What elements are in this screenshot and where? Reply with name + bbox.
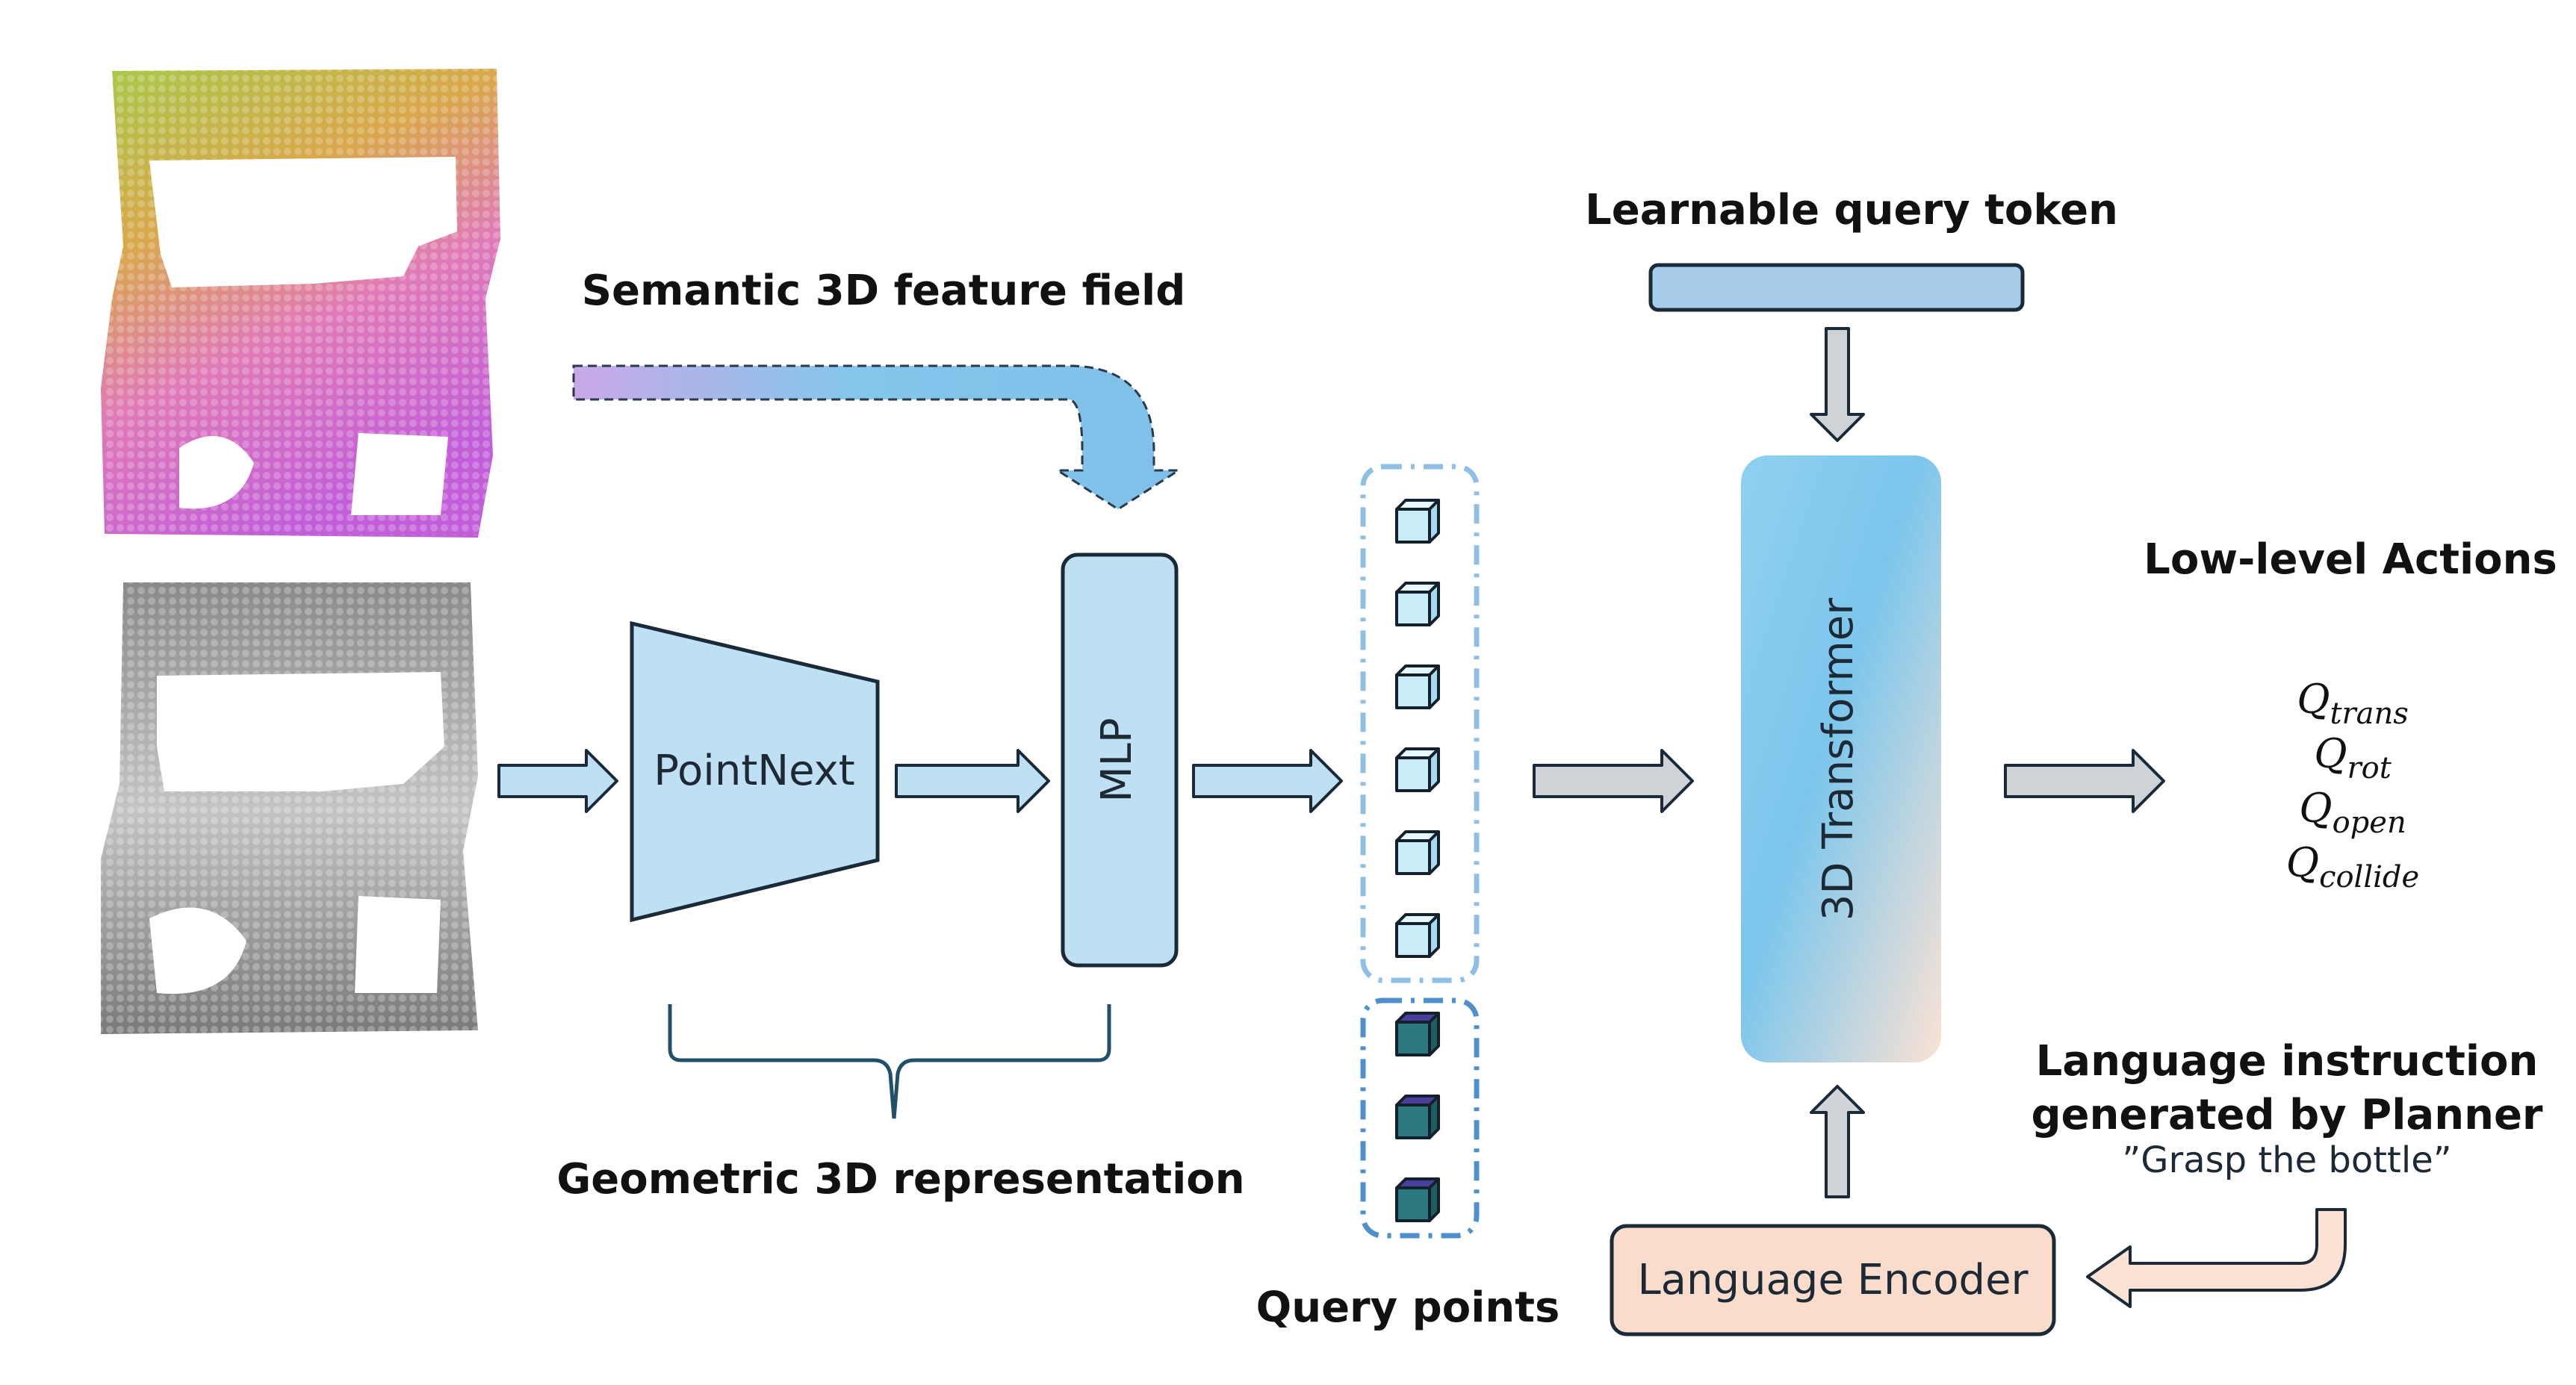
query-cube-light	[1395, 665, 1440, 709]
action-q-open: Qopen	[2299, 785, 2406, 840]
geometric-brace	[668, 1004, 1111, 1119]
arrow-instruction-to-encoder	[2086, 1208, 2347, 1308]
learnable-query-token-bar	[1648, 263, 2025, 312]
semantic-point-cloud-image	[101, 69, 500, 538]
semantic-field-label: Semantic 3D feature field	[582, 267, 1186, 315]
semantic-field-arrow	[572, 364, 1183, 511]
arrow-token-to-transformer	[1810, 327, 1865, 442]
query-points-dark-group	[1360, 997, 1480, 1239]
arrow-transformer-to-actions	[2004, 749, 2165, 813]
arrow-mlp-to-query	[1192, 749, 1343, 813]
transformer-label: 3D Transformer	[1814, 597, 1863, 921]
example-instruction-text: ”Grasp the bottle”	[2122, 1139, 2451, 1181]
action-q-rot: Qrot	[2314, 730, 2392, 785]
geometric-repr-label: Geometric 3D representation	[556, 1155, 1244, 1204]
query-cube-light	[1395, 582, 1440, 626]
arrow-cloud-to-pointnext	[497, 749, 618, 813]
query-cube-dark	[1395, 1012, 1440, 1056]
geometric-point-cloud-image	[101, 582, 478, 1034]
query-cube-dark	[1395, 1095, 1440, 1139]
arrow-encoder-to-transformer	[1810, 1085, 1865, 1198]
query-points-light-group	[1360, 464, 1480, 983]
language-encoder-label: Language Encoder	[1637, 1256, 2029, 1304]
query-cube-light	[1395, 830, 1440, 875]
pointnext-block	[630, 620, 880, 923]
query-cubes	[1395, 499, 1440, 1222]
query-cube-light	[1395, 747, 1440, 792]
query-cube-light	[1395, 499, 1440, 544]
mlp-block	[1061, 553, 1179, 968]
low-level-actions-label: Low-level Actions	[2144, 535, 2557, 584]
query-cube-dark	[1395, 1177, 1440, 1222]
language-instruction-line2: generated by Planner	[2031, 1091, 2542, 1139]
mlp-label: MLP	[1093, 718, 1141, 802]
learnable-token-label: Learnable query token	[1585, 186, 2118, 234]
pointnext-label: PointNext	[654, 747, 855, 795]
action-q-trans: Qtrans	[2297, 676, 2409, 731]
arrow-pointnext-to-mlp	[895, 749, 1050, 813]
action-q-collide: Qcollide	[2286, 839, 2419, 894]
language-instruction-line1: Language instruction	[2036, 1037, 2539, 1086]
language-encoder-block	[1610, 1224, 2056, 1336]
query-points-label: Query points	[1256, 1283, 1560, 1332]
query-cube-light	[1395, 913, 1440, 958]
arrow-query-to-transformer	[1533, 749, 1694, 813]
transformer-block	[1741, 455, 1941, 1062]
